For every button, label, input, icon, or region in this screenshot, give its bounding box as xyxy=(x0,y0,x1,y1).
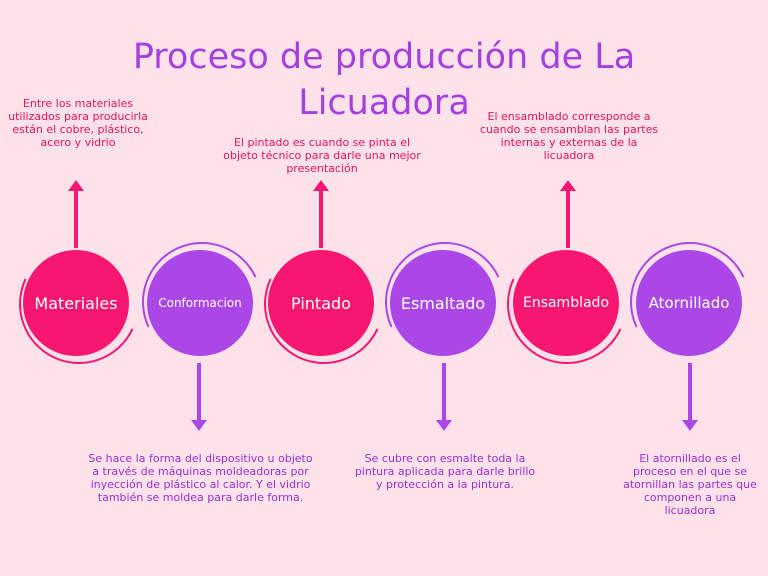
arrow-up-ensamblado xyxy=(560,180,576,248)
node-conformacion: Conformacion xyxy=(147,250,253,356)
node-ensamblado-label: Ensamblado xyxy=(522,295,610,311)
diagram-title: Proceso de producción de La Licuadora xyxy=(0,34,768,126)
node-atornillado-label: Atornillado xyxy=(648,294,730,312)
arrow-up-pintado xyxy=(313,180,329,248)
arrow-up-materiales xyxy=(68,180,84,248)
title-line-2: Licuadora xyxy=(298,83,470,123)
arrow-down-conformacion xyxy=(191,363,207,431)
materiales-description: Entre los materiales utilizados para pro… xyxy=(8,97,148,149)
node-materiales-label: Materiales xyxy=(34,293,118,313)
ensamblado-description: El ensamblado corresponde a cuando se en… xyxy=(479,110,659,162)
node-ensamblado: Ensamblado xyxy=(513,250,619,356)
arrow-down-esmaltado xyxy=(436,363,452,431)
arrow-down-atornillado xyxy=(682,363,698,431)
node-esmaltado-label: Esmaltado xyxy=(400,293,486,313)
esmaltado-description: Se cubre con esmalte toda la pintura apl… xyxy=(354,452,536,491)
node-pintado: Pintado xyxy=(268,250,374,356)
conformacion-description: Se hace la forma del dispositivo u objet… xyxy=(88,452,313,504)
pintado-description: El pintado es cuando se pinta el objeto … xyxy=(223,136,421,175)
node-esmaltado: Esmaltado xyxy=(390,250,496,356)
node-pintado-label: Pintado xyxy=(291,293,351,313)
atornillado-description: El atornillado es el proceso en el que s… xyxy=(623,452,757,517)
node-conformacion-label: Conformacion xyxy=(158,296,242,310)
title-line-1: Proceso de producción de La xyxy=(132,37,636,77)
node-atornillado: Atornillado xyxy=(636,250,742,356)
node-materiales: Materiales xyxy=(23,250,129,356)
